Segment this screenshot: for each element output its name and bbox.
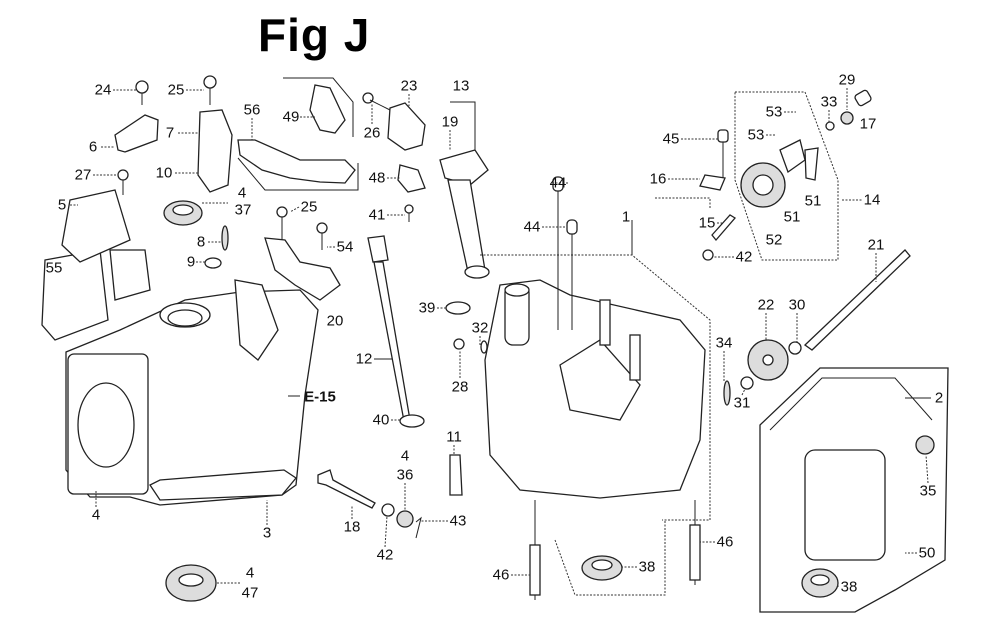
callout-34: 34 (715, 334, 733, 352)
callout-32: 32 (471, 319, 489, 337)
callout-41: 41 (368, 206, 386, 224)
cylinder-block-drawing (41, 189, 319, 506)
figure-title: Fig J (258, 9, 371, 61)
callout-47: 47 (241, 584, 259, 602)
callout-21: 21 (867, 236, 885, 254)
callout-16: 16 (649, 170, 667, 188)
callout-51: 51 (804, 192, 822, 210)
callout-20: 20 (326, 312, 344, 330)
crankcase-cover-drawing (480, 176, 711, 600)
bracket-group-drawing (237, 77, 426, 222)
callout-4: 4 (237, 184, 247, 202)
callout-46: 46 (716, 533, 734, 551)
callout-4: 4 (91, 506, 101, 524)
callout-5: 5 (57, 196, 67, 214)
callout-31: 31 (733, 394, 751, 412)
callout-4: 4 (400, 447, 410, 465)
callout-25: 25 (300, 198, 318, 216)
callout-35: 35 (919, 482, 937, 500)
callout-52: 52 (765, 231, 783, 249)
callout-55: 55 (45, 259, 63, 277)
lower-parts-drawing (165, 469, 422, 602)
callout-46: 46 (492, 566, 510, 584)
callout-28: 28 (451, 378, 469, 396)
callout-19: 19 (441, 113, 459, 131)
callout-56: 56 (243, 101, 261, 119)
callout-37: 37 (234, 201, 252, 219)
callout-10: 10 (155, 164, 173, 182)
callout-24: 24 (94, 81, 112, 99)
callout-26: 26 (363, 124, 381, 142)
callout-3: 3 (262, 524, 272, 542)
callout-38: 38 (638, 558, 656, 576)
callout-17: 17 (859, 115, 877, 133)
callout-2: 2 (934, 389, 944, 407)
callout-12: 12 (355, 350, 373, 368)
callout-14: 14 (863, 191, 881, 209)
callout-6: 6 (88, 138, 98, 156)
upper-left-parts-drawing (114, 75, 341, 301)
callout-29: 29 (838, 71, 856, 89)
camshaft-gear-drawing (723, 249, 911, 406)
callout-43: 43 (449, 512, 467, 530)
callout-50: 50 (918, 544, 936, 562)
callout-8: 8 (196, 233, 206, 251)
callout-53: 53 (765, 103, 783, 121)
cover-assembly-drawing (759, 367, 949, 613)
callout-4: 4 (245, 564, 255, 582)
callout-1: 1 (621, 208, 631, 226)
callout-54: 54 (336, 238, 354, 256)
callout-13: 13 (452, 77, 470, 95)
callout-36: 36 (396, 466, 414, 484)
reference-label-e15: E-15 (304, 388, 336, 406)
callout-53: 53 (747, 126, 765, 144)
callout-39: 39 (418, 299, 436, 317)
callout-30: 30 (788, 296, 806, 314)
governor-group-drawing (655, 89, 872, 261)
callout-15: 15 (698, 214, 716, 232)
callout-42: 42 (735, 248, 753, 266)
callout-40: 40 (372, 411, 390, 429)
dipstick-and-tube-drawing (367, 101, 490, 496)
callout-11: 11 (446, 428, 462, 446)
callout-38: 38 (840, 578, 858, 596)
callout-44: 44 (549, 174, 567, 192)
callout-48: 48 (368, 169, 386, 187)
callout-27: 27 (74, 166, 92, 184)
callout-25: 25 (167, 81, 185, 99)
callout-22: 22 (757, 296, 775, 314)
callout-45: 45 (662, 130, 680, 148)
callout-49: 49 (282, 108, 300, 126)
callout-9: 9 (186, 253, 196, 271)
callout-51: 51 (783, 208, 801, 226)
callout-7: 7 (165, 124, 175, 142)
callout-42: 42 (376, 546, 394, 564)
leader-lines (70, 88, 931, 587)
callout-44: 44 (523, 218, 541, 236)
callout-18: 18 (343, 518, 361, 536)
callout-23: 23 (400, 77, 418, 95)
callout-33: 33 (820, 93, 838, 111)
